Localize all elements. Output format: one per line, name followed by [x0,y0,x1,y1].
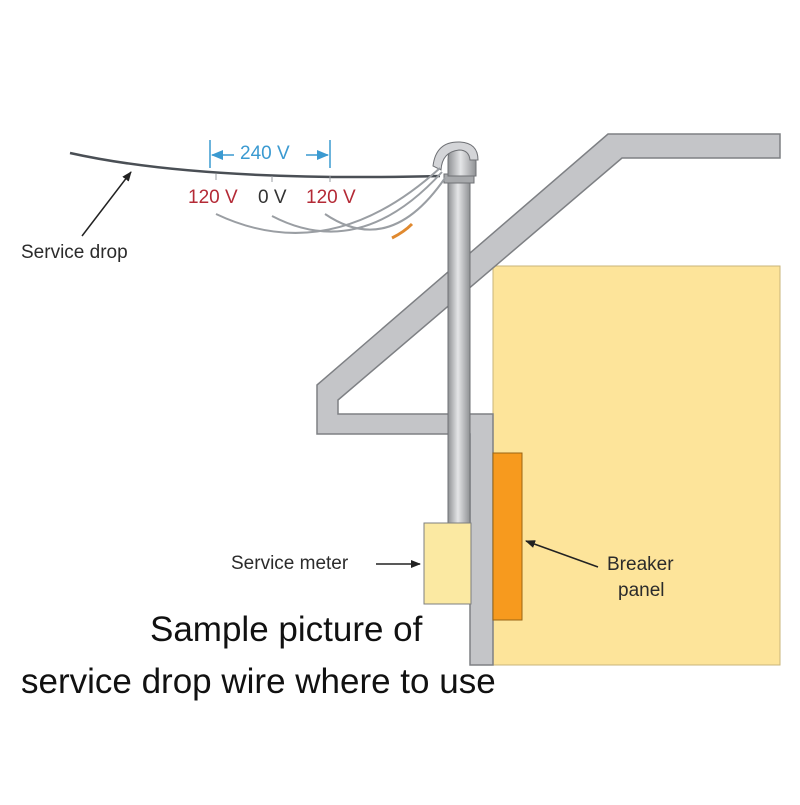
service-mast [447,175,471,529]
weatherhead-hood [432,141,479,171]
voltage-leg-a-label: 120 V [188,187,238,208]
drip-loop-3 [324,177,446,231]
caption-line-2: service drop wire where to use [21,662,496,701]
drip-loop-1 [215,167,441,234]
house-wall [492,265,781,666]
drip-loop-2 [271,171,443,233]
breaker-panel-box [492,452,523,621]
breaker-panel-leader [525,540,599,568]
caption-line-1: Sample picture of [150,610,423,649]
service-drop-cable [69,151,441,179]
service-meter-box [423,522,472,605]
voltage-total-label: 240 V [240,143,290,164]
service-drop-label: Service drop [21,242,128,263]
breaker-panel-label-line1: Breaker [607,554,674,575]
voltage-leg-b-label: 120 V [306,187,356,208]
drip-loop-hot-segment [391,222,414,240]
voltage-neutral-label: 0 V [258,187,287,208]
service-drop-leader [81,171,132,237]
service-meter-label: Service meter [231,553,349,574]
breaker-panel-label-line2: panel [618,580,665,601]
